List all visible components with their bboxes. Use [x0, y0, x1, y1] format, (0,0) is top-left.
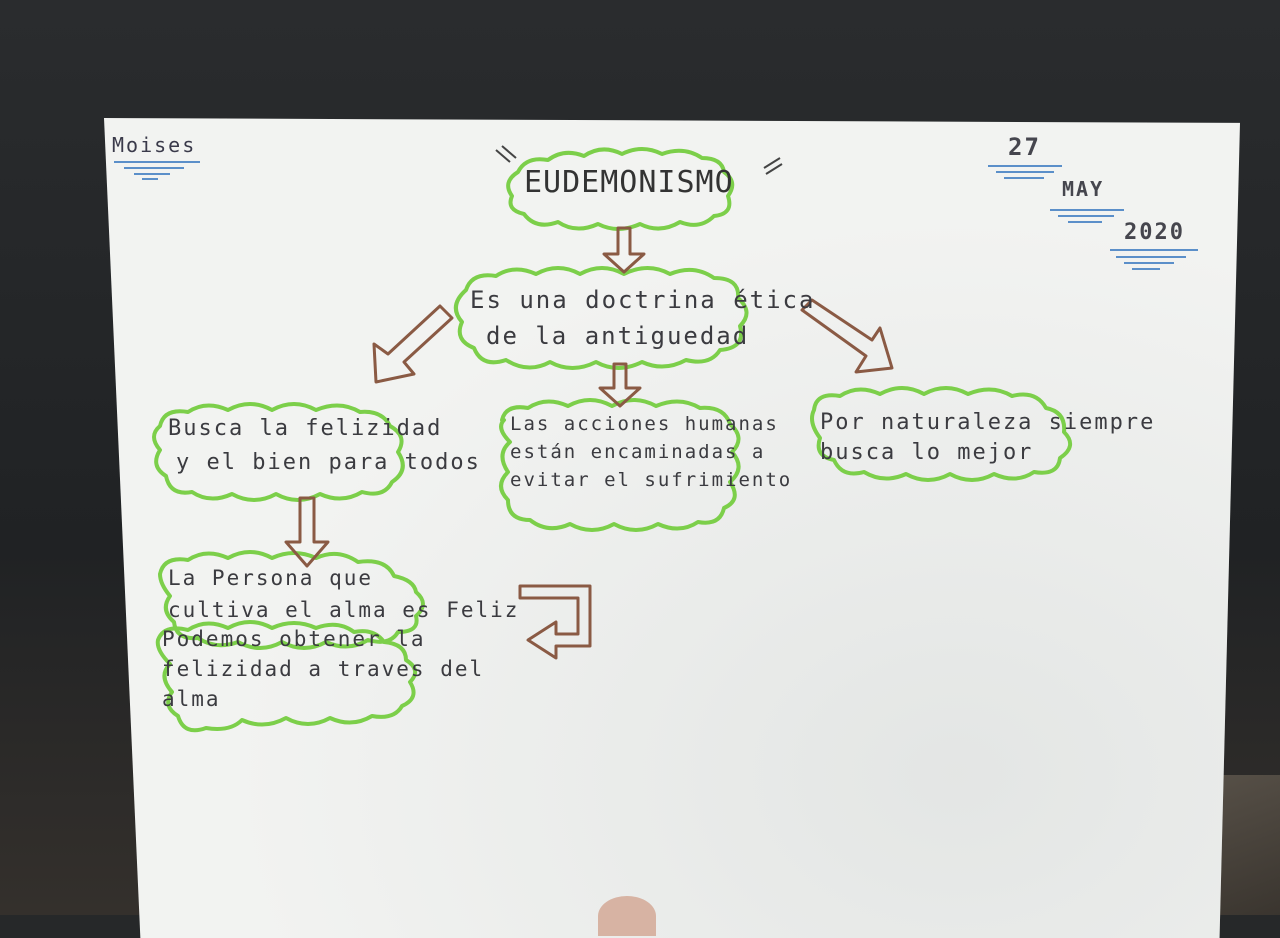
sub-node-2-line-3: alma [162, 687, 221, 711]
year-underline [1110, 249, 1198, 270]
definition-node: Es una doctrina ética de la antiguedad [470, 282, 815, 354]
sub-node-2-line-2: felizidad a traves del [162, 657, 485, 681]
sub-node-1: La Persona que cultiva el alma es Feliz [168, 562, 519, 626]
branch-1-line-2: y el bien para todos [176, 450, 481, 475]
arrow-down-branch-1 [284, 496, 330, 568]
sub-node-2-line-1: Podemos obtener la [162, 627, 426, 651]
branch-1-line-1: Busca la felizidad [168, 416, 443, 441]
arrow-left-down [372, 304, 454, 384]
title-cloud [506, 147, 735, 231]
diagram-title: EUDEMONISMO [524, 165, 734, 200]
branch-3-line-1: Por naturaleza siempre [820, 410, 1156, 435]
day-underline [988, 165, 1062, 179]
branch-2-line-3: evitar el sufrimiento [510, 469, 793, 491]
arrow-down-definition [598, 362, 642, 408]
title-ticks-left [495, 145, 517, 163]
definition-line-1: Es una doctrina ética [470, 286, 816, 314]
arrow-down-title [602, 226, 646, 274]
arrow-right-down [800, 298, 894, 374]
branch-cloud-3 [810, 386, 1072, 482]
thumb-fingertip [598, 896, 656, 936]
month-underline [1050, 209, 1124, 223]
sub-node-1-line-1: La Persona que [168, 566, 374, 590]
branch-node-1: Busca la felizidad y el bien para todos [168, 412, 481, 480]
sub-node-1-line-2: cultiva el alma es Feliz [168, 598, 520, 622]
sub-cloud-1 [158, 550, 425, 650]
arrow-return [518, 584, 592, 660]
branch-cloud-2 [499, 398, 741, 532]
branch-2-line-2: están encaminadas a [510, 441, 766, 463]
name-underline [114, 161, 200, 180]
date-year: 2020 [1124, 220, 1185, 245]
sub-node-2: Podemos obtener la felizidad a traves de… [162, 624, 484, 714]
date-day: 27 [1008, 133, 1041, 161]
definition-cloud [454, 266, 749, 370]
branch-3-line-2: busca lo mejor [820, 440, 1034, 465]
branch-node-2: Las acciones humanas están encaminadas a… [510, 410, 792, 494]
author-name: Moises [112, 133, 197, 157]
sub-cloud-2 [155, 620, 418, 733]
branch-2-line-1: Las acciones humanas [510, 413, 779, 435]
diagram-graphics [114, 145, 1198, 733]
date-month: MAY [1062, 177, 1105, 201]
branch-node-3: Por naturaleza siempre busca lo mejor [820, 408, 1155, 468]
title-ticks-right [763, 157, 783, 175]
definition-line-2: de la antiguedad [486, 322, 750, 350]
branch-cloud-1 [152, 402, 405, 502]
